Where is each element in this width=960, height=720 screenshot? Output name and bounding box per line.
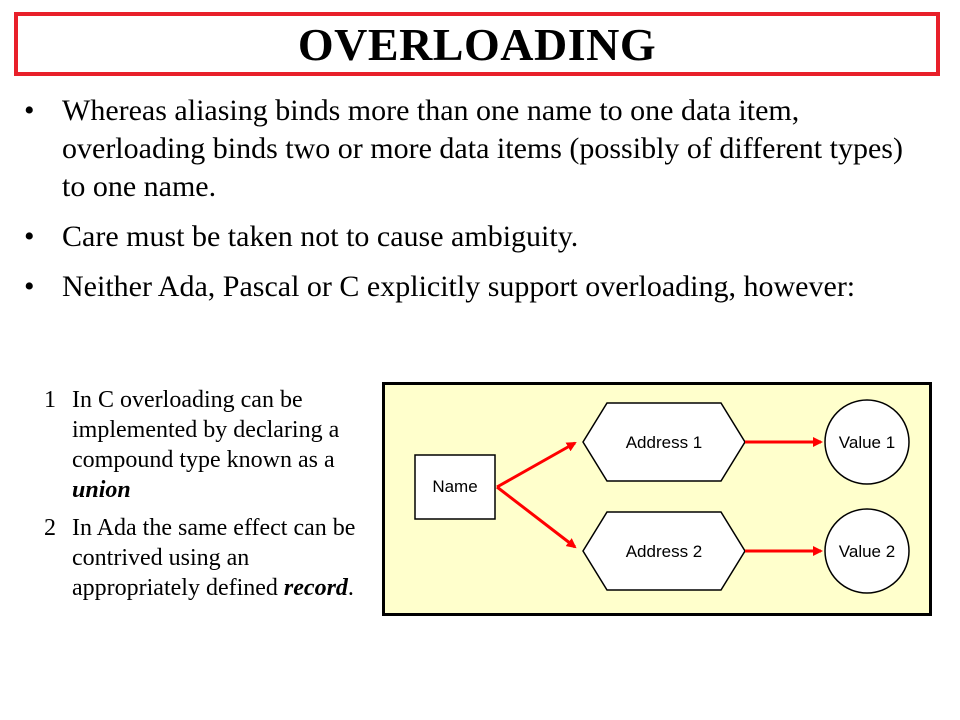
address-2-label: Address 2 [626, 542, 703, 561]
bullet-symbol: • [24, 270, 35, 303]
bullet-symbol: • [24, 94, 35, 127]
overloading-diagram: Name Address 1 Address 2 Value 1 Value 2 [382, 382, 932, 616]
bullet-list: • Whereas aliasing binds more than one n… [24, 92, 924, 318]
arrow-name-to-address-1 [496, 441, 577, 489]
item-number: 1 [44, 387, 56, 413]
item-text: In Ada the same effect can be contrived … [72, 515, 356, 601]
value-1-circle [824, 399, 910, 485]
bullet-text: Care must be taken not to cause ambiguit… [62, 220, 579, 253]
bullet-item: • Neither Ada, Pascal or C explicitly su… [24, 268, 924, 306]
numbered-item: 1 In C overloading can be implemented by… [30, 385, 366, 505]
name-label: Name [432, 477, 477, 496]
bullet-text: Neither Ada, Pascal or C explicitly supp… [62, 270, 856, 303]
address-1-label: Address 1 [626, 433, 703, 452]
item-number: 2 [44, 515, 56, 541]
arrow-name-to-address-2 [496, 485, 577, 549]
item-emphasis: union [72, 477, 131, 503]
numbered-list: 1 In C overloading can be implemented by… [30, 385, 366, 611]
item-emphasis: record [283, 575, 348, 601]
value-1-label: Value 1 [839, 433, 895, 452]
bullet-item: • Whereas aliasing binds more than one n… [24, 92, 924, 206]
bullet-item: • Care must be taken not to cause ambigu… [24, 218, 924, 256]
item-tail: . [347, 575, 354, 601]
item-text: In C overloading can be implemented by d… [72, 387, 340, 473]
slide-title: OVERLOADING [297, 18, 657, 70]
bullet-text: Whereas aliasing binds more than one nam… [62, 94, 903, 203]
title-box: OVERLOADING [14, 12, 940, 76]
numbered-item: 2 In Ada the same effect can be contrive… [30, 513, 366, 603]
name-box [414, 454, 496, 520]
value-2-label: Value 2 [839, 542, 895, 561]
value-2-circle [824, 508, 910, 594]
bullet-symbol: • [24, 220, 35, 253]
diagram-canvas: Name Address 1 Address 2 Value 1 Value 2 [414, 399, 910, 594]
